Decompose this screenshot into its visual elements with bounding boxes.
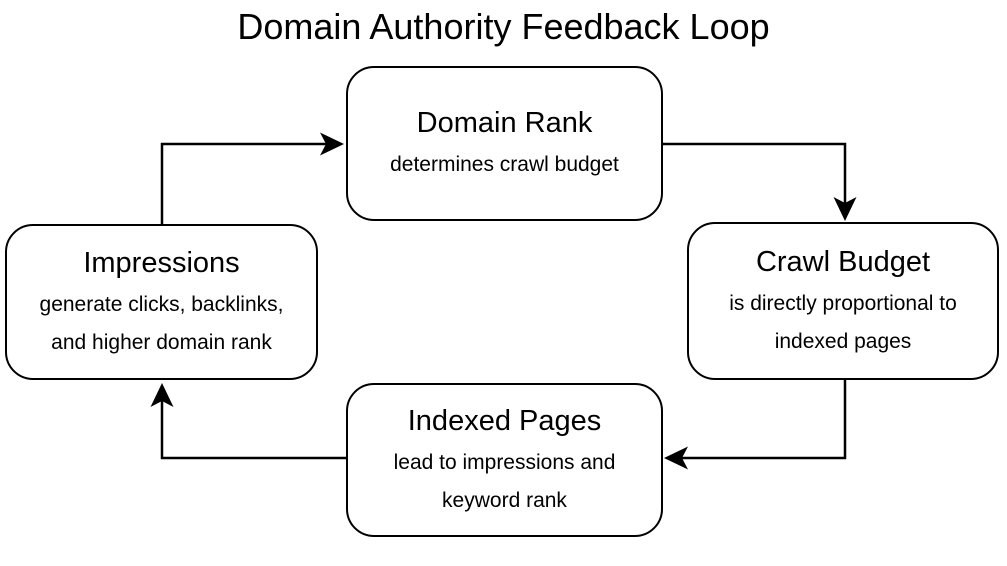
node-impressions: Impressions generate clicks, backlinks, … [5,224,318,380]
node-impressions-subtitle-line-2: and higher domain rank [51,330,272,354]
node-crawl-budget: Crawl Budget is directly proportional to… [687,222,999,380]
arrow-domain-rank-to-crawl-budget [663,142,857,221]
node-domain-rank-subtitle: determines crawl budget [390,153,619,176]
node-crawl-budget-title: Crawl Budget [755,245,931,278]
node-impressions-subtitle-line-1: generate clicks, backlinks, [39,292,284,316]
arrow-indexed-pages-to-impressions [150,383,346,460]
node-domain-rank: Domain Rank determines crawl budget [346,66,663,221]
diagram-title: Domain Authority Feedback Loop [237,6,770,47]
arrow-impressions-to-domain-rank [160,132,344,224]
node-indexed-pages-title: Indexed Pages [407,404,602,437]
node-domain-rank-title: Domain Rank [416,107,593,139]
arrow-crawl-budget-to-indexed-pages [664,380,847,470]
node-crawl-budget-subtitle-line-1: is directly proportional to [729,291,957,315]
node-indexed-pages-subtitle-line-2: keyword rank [442,488,567,512]
node-crawl-budget-subtitle-line-2: indexed pages [774,329,912,353]
node-impressions-title: Impressions [83,246,240,279]
node-indexed-pages: Indexed Pages lead to impressions and ke… [346,383,663,537]
node-indexed-pages-subtitle-line-1: lead to impressions and [393,450,616,474]
